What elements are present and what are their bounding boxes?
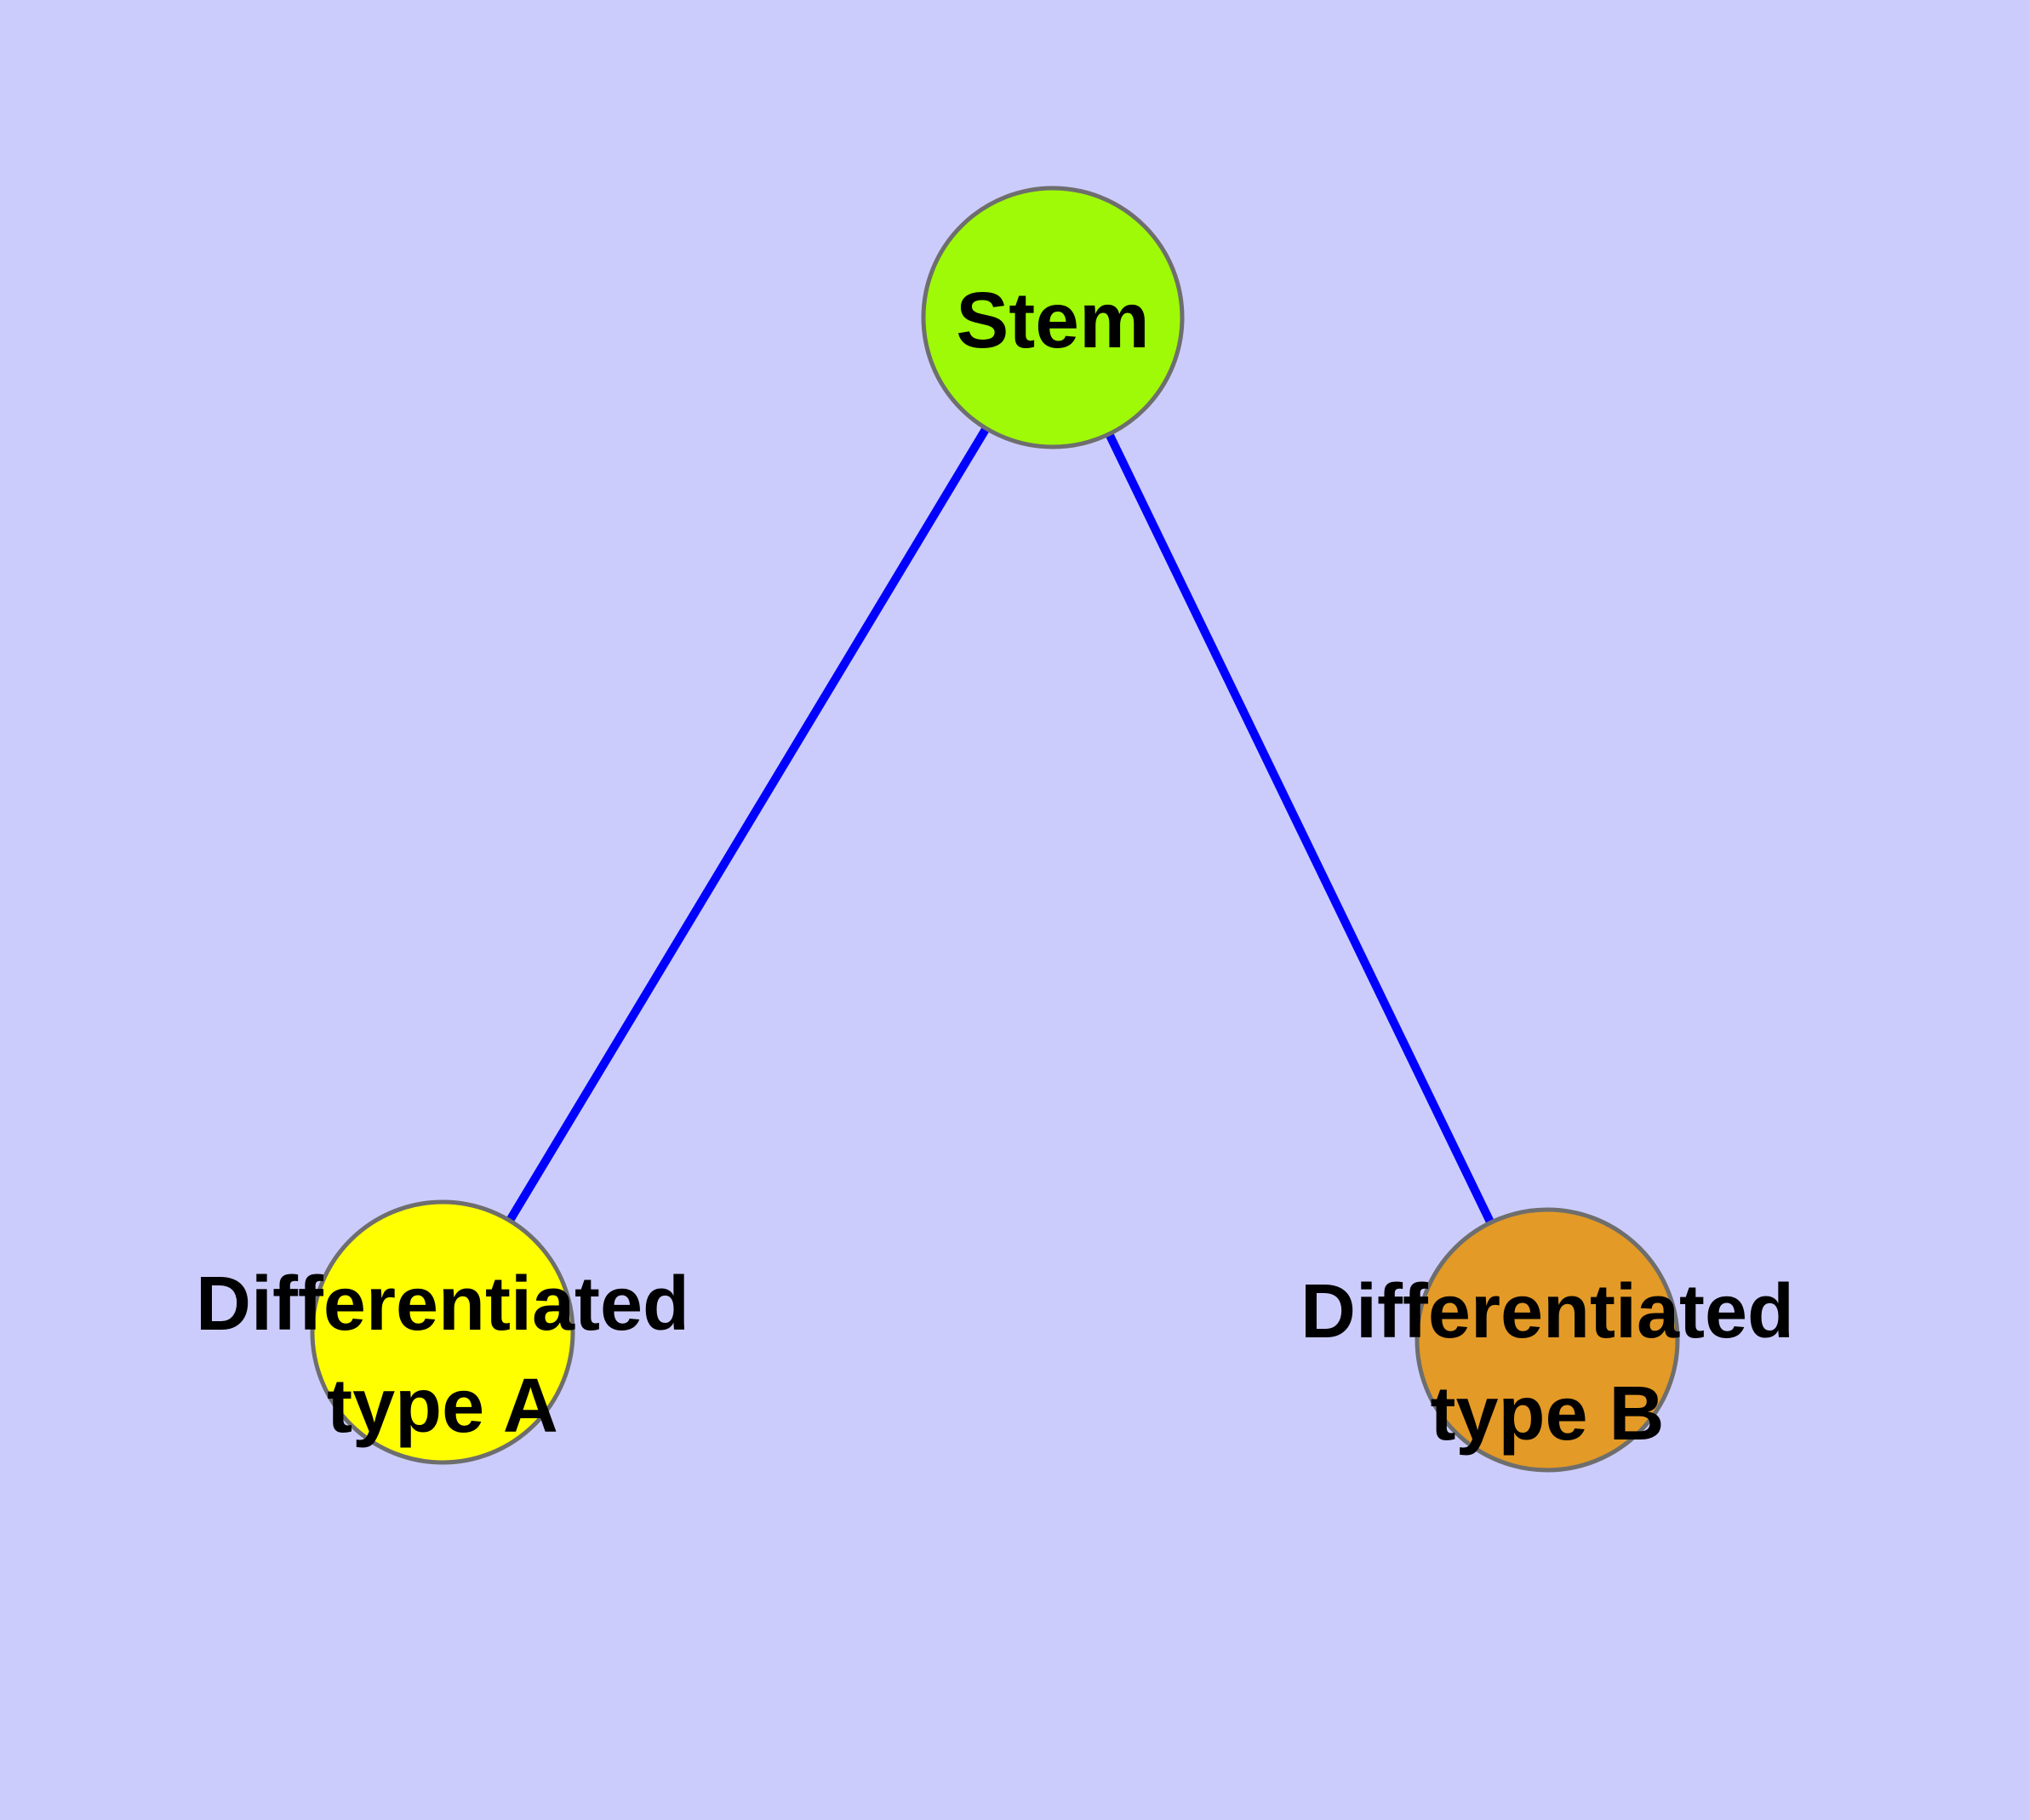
- node-label-line: Differentiated: [196, 1262, 689, 1347]
- node-label-line: Differentiated: [1300, 1269, 1794, 1354]
- node-label-line: Stem: [956, 276, 1149, 364]
- node-label-line: type A: [327, 1364, 558, 1449]
- node-label-diff-type-b: Differentiated type B: [1300, 1269, 1794, 1457]
- edge-layer: [438, 315, 1552, 1342]
- node-circle-diff-type-a[interactable]: [310, 1199, 575, 1465]
- graph-edge-stem-to-a: [438, 315, 1057, 1335]
- node-label-line: type B: [1430, 1371, 1664, 1457]
- node-circle-diff-type-b[interactable]: [1415, 1207, 1680, 1473]
- graph-node-stem[interactable]: Stem: [921, 186, 1185, 449]
- node-circle-stem[interactable]: [921, 186, 1185, 449]
- graph-node-diff-type-a[interactable]: Differentiated type A: [196, 1199, 689, 1465]
- node-label-diff-type-a: Differentiated type A: [196, 1262, 689, 1449]
- node-label-stem: Stem: [956, 276, 1149, 364]
- graph-node-diff-type-b[interactable]: Differentiated type B: [1300, 1207, 1794, 1473]
- graph-edge-stem-to-b: [1049, 315, 1552, 1342]
